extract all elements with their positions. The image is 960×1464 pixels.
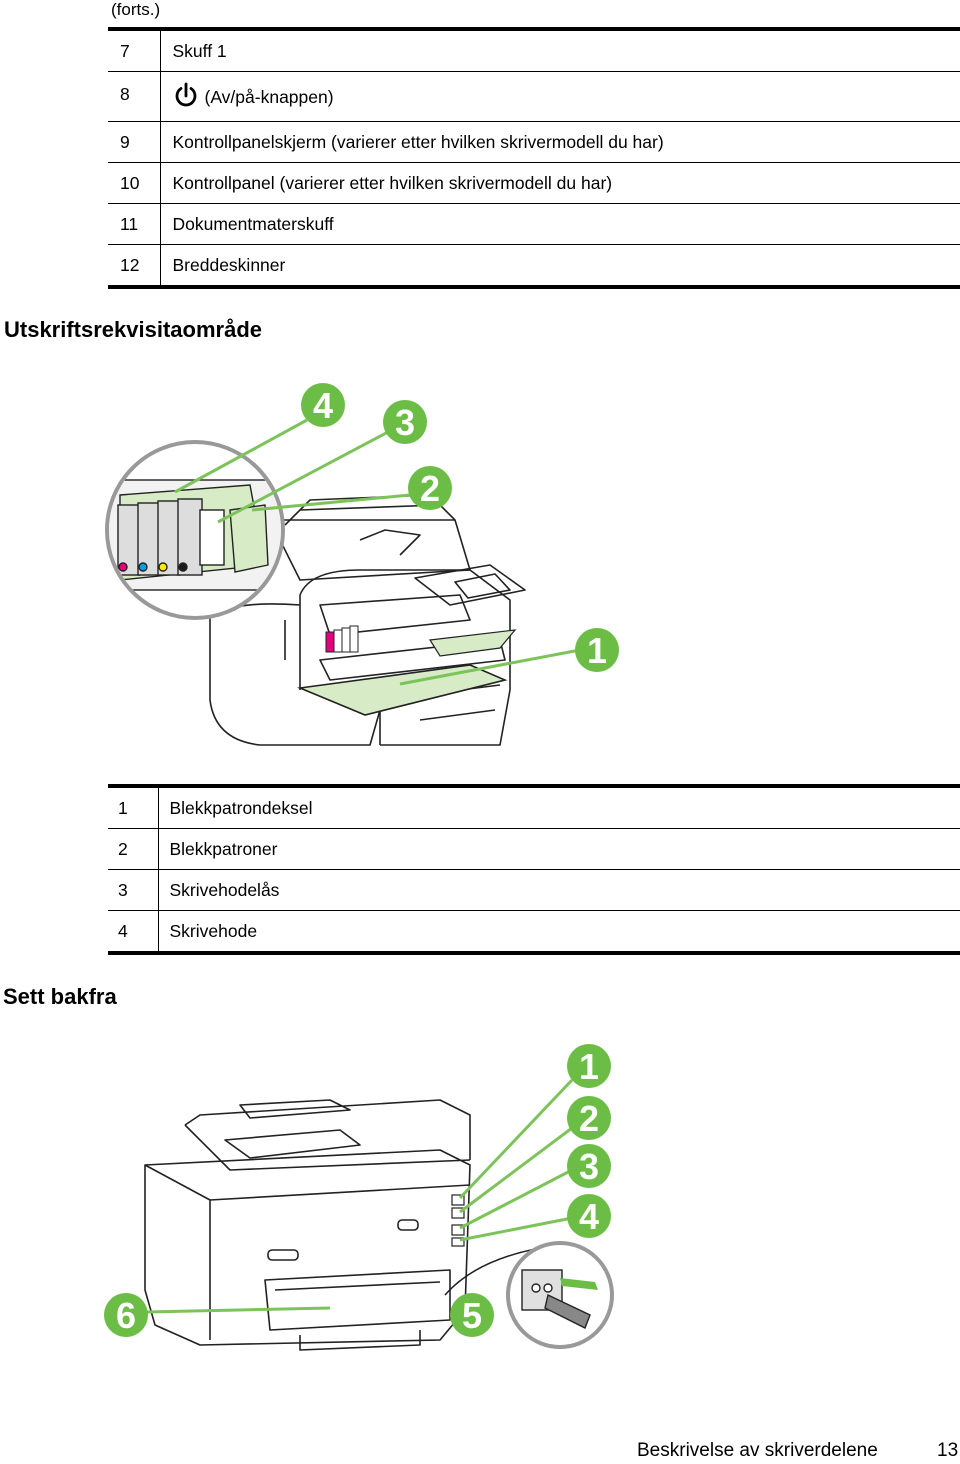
part-name: Skrivehodelås bbox=[169, 879, 280, 900]
table-row: 12 Breddeskinner bbox=[108, 244, 960, 287]
part-name: Kontrollpanelskjerm (varierer etter hvil… bbox=[172, 131, 664, 152]
part-number: 8 bbox=[108, 71, 161, 122]
callout-badges: 1 2 3 4 5 6 bbox=[104, 1044, 611, 1337]
part-name: Kontrollpanel (varierer etter hvilken sk… bbox=[172, 172, 613, 193]
table-row: 11 Dokumentmaterskuff bbox=[108, 203, 960, 245]
part-number: 3 bbox=[108, 869, 159, 911]
page-number: 13 bbox=[937, 1440, 959, 1461]
part-name: Blekkpatrondeksel bbox=[169, 797, 313, 818]
table-row: 1 Blekkpatrondeksel bbox=[108, 786, 960, 829]
part-number: 10 bbox=[108, 162, 161, 204]
callout-2: 2 bbox=[420, 468, 440, 509]
part-name: Skrivehode bbox=[169, 920, 258, 941]
callout-5: 5 bbox=[462, 1295, 482, 1336]
callout-3: 3 bbox=[579, 1146, 599, 1187]
part-number: 7 bbox=[108, 29, 161, 72]
part-name: Breddeskinner bbox=[172, 254, 286, 275]
table-row: 9 Kontrollpanelskjerm (varierer etter hv… bbox=[108, 121, 960, 163]
part-name: Dokumentmaterskuff bbox=[172, 213, 334, 234]
part-number: 1 bbox=[108, 786, 159, 829]
table-row: 8 (Av/på-knappen) bbox=[108, 71, 960, 122]
table-row: 10 Kontrollpanel (varierer etter hvilken… bbox=[108, 162, 960, 204]
callout-2: 2 bbox=[579, 1098, 599, 1139]
section-title-back: Sett bakfra bbox=[3, 984, 117, 1009]
callout-4: 4 bbox=[313, 385, 333, 426]
part-number: 2 bbox=[108, 828, 159, 870]
power-icon bbox=[173, 82, 199, 115]
table-row: 2 Blekkpatroner bbox=[108, 828, 960, 870]
supplies-parts-table: 1 Blekkpatrondeksel 2 Blekkpatroner 3 Sk… bbox=[108, 784, 960, 955]
supplies-area-illustration: 4 3 2 1 bbox=[105, 383, 619, 746]
callout-6: 6 bbox=[116, 1295, 136, 1336]
table-row: 7 Skuff 1 bbox=[108, 29, 960, 72]
continued-label: (forts.) bbox=[111, 0, 161, 19]
footer-chapter: Beskrivelse av skriverdelene bbox=[637, 1440, 878, 1461]
callout-3: 3 bbox=[395, 402, 415, 443]
table-row: 4 Skrivehode bbox=[108, 910, 960, 953]
part-name: Skuff 1 bbox=[172, 40, 227, 61]
back-view-illustration: 1 2 3 4 5 6 bbox=[104, 1044, 614, 1351]
part-number: 4 bbox=[108, 910, 159, 953]
part-name: Blekkpatroner bbox=[169, 838, 278, 859]
callout-1: 1 bbox=[587, 630, 607, 671]
table-row: 3 Skrivehodelås bbox=[108, 869, 960, 911]
callout-4: 4 bbox=[579, 1196, 599, 1237]
callout-1: 1 bbox=[579, 1046, 599, 1087]
section-title-supplies: Utskriftsrekvisitaområde bbox=[4, 317, 263, 342]
part-name: (Av/på-knappen) bbox=[204, 87, 334, 108]
part-number: 12 bbox=[108, 244, 161, 287]
front-parts-table: 7 Skuff 1 8 (Av/på-knappen) 9 Kontrollpa… bbox=[108, 27, 960, 289]
part-number: 11 bbox=[108, 203, 161, 245]
part-number: 9 bbox=[108, 121, 161, 163]
callout-badges: 4 3 2 1 bbox=[301, 383, 619, 672]
